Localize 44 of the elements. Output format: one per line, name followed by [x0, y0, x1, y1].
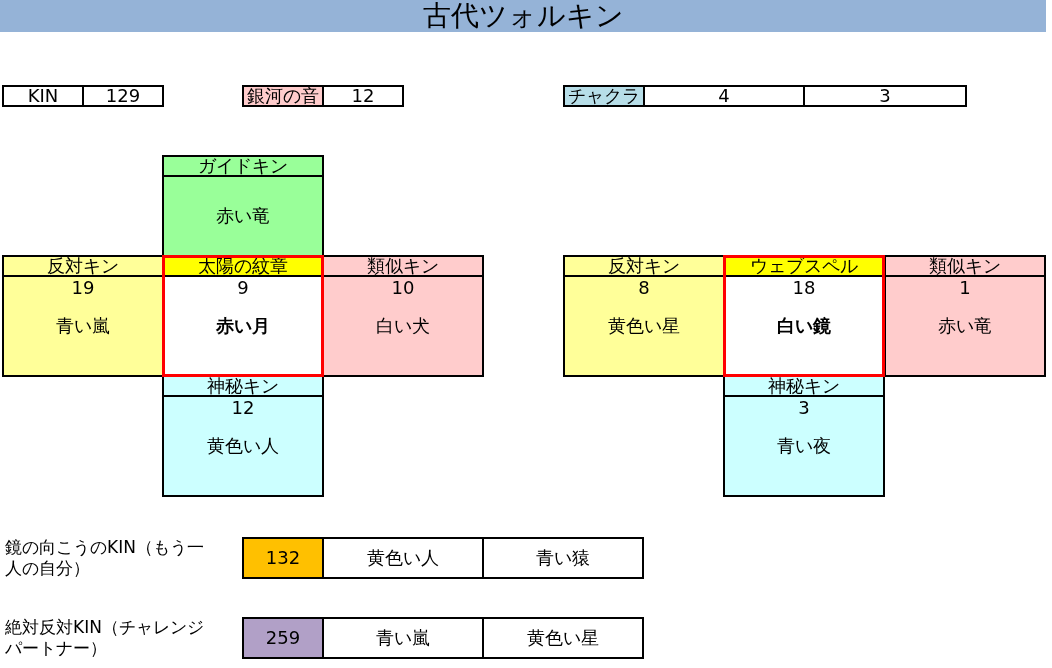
- kin-card: [563, 275, 725, 377]
- kin-number: 8: [637, 279, 651, 297]
- kin-name: 白い鏡: [776, 317, 832, 335]
- kin-number: 12: [230, 399, 256, 417]
- kin-header: ガイドキン: [162, 155, 324, 177]
- kin-name: 青い嵐: [55, 317, 111, 335]
- kin-name-cell: 黄色い人: [322, 537, 484, 579]
- kin-name: 黄色い星: [607, 317, 681, 335]
- kin-number: 1: [958, 279, 972, 297]
- kin-name: 青い夜: [776, 437, 832, 455]
- kin-header: 反対キン: [2, 255, 164, 277]
- kin-number: 19: [70, 279, 96, 297]
- value-field: 12: [322, 85, 404, 107]
- kin-card: [2, 275, 164, 377]
- kin-header: 類似キン: [884, 255, 1046, 277]
- value-field: 3: [803, 85, 967, 107]
- kin-name-cell: 青い嵐: [322, 617, 484, 659]
- page-title: 古代ツォルキン: [0, 0, 1046, 32]
- kin-number: 18: [791, 279, 817, 297]
- kin-number: 3: [797, 399, 811, 417]
- kin-card: [723, 395, 885, 497]
- kin-card: [884, 275, 1046, 377]
- kin-name: 赤い月: [215, 317, 271, 335]
- kin-number-cell: 132: [242, 537, 324, 579]
- kin-header: 反対キン: [563, 255, 725, 277]
- kin-name: 白い犬: [375, 317, 431, 335]
- row-label: KIN: [2, 85, 84, 107]
- kin-name: 黄色い人: [206, 437, 280, 455]
- value-field: 129: [82, 85, 164, 107]
- kin-name-cell: 黄色い星: [482, 617, 644, 659]
- row-caption: 鏡の向こうのKIN（もう一人の自分）: [5, 537, 205, 580]
- kin-header: 類似キン: [322, 255, 484, 277]
- kin-name-panel: 赤い竜: [162, 175, 324, 257]
- kin-name: 赤い竜: [937, 317, 993, 335]
- kin-number: 10: [390, 279, 416, 297]
- row-label: 銀河の音: [242, 85, 324, 107]
- value-field: 4: [643, 85, 805, 107]
- kin-number: 9: [236, 279, 250, 297]
- kin-name-cell: 青い猿: [482, 537, 644, 579]
- kin-card: [322, 275, 484, 377]
- row-caption: 絶対反対KIN（チャレンジパートナー）: [5, 617, 205, 660]
- row-label: チャクラ: [563, 85, 645, 107]
- kin-number-cell: 259: [242, 617, 324, 659]
- kin-card: [162, 395, 324, 497]
